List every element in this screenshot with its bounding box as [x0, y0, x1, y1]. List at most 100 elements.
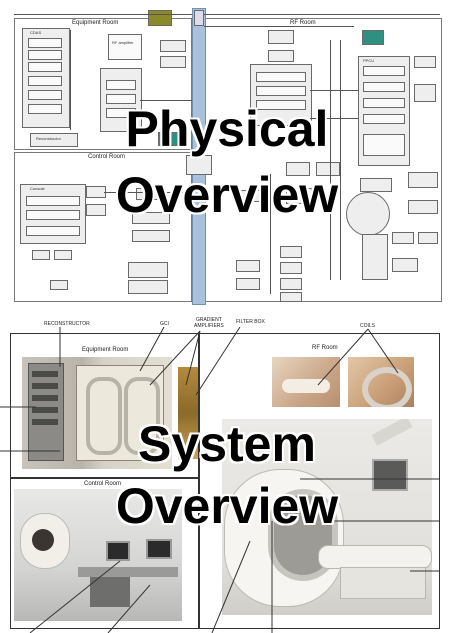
- system-heading-line2: Overview: [115, 478, 339, 534]
- block-text: CDAS: [30, 30, 42, 35]
- equipment-small-1: [160, 40, 186, 52]
- console-sub-1: [26, 196, 80, 206]
- filter-panel-block: [186, 155, 212, 175]
- coil-photo-1: [272, 357, 340, 407]
- equipment-cabinets-photo: [22, 357, 172, 469]
- filter-box-photo: [178, 367, 198, 459]
- gradient-sub-2: [106, 94, 136, 104]
- block-text: PPCU: [363, 58, 375, 63]
- rf-top-block-2: [268, 50, 294, 62]
- reconstructor-callout: RECONSTRUCTOR: [44, 321, 90, 327]
- wire-rf-col-3: [270, 174, 271, 294]
- gradient-amplifiers-callout: GRADIENT AMPLIFIERS: [194, 317, 224, 329]
- system-overview-diagram: RECONSTRUCTOR GCI GRADIENT AMPLIFIERS FI…: [0, 315, 454, 633]
- rf-right-1: [414, 56, 436, 68]
- filter-box-callout: FILTER BOX: [236, 319, 265, 325]
- physical-heading-line2: Overview: [115, 167, 339, 223]
- teal-block-equipment: [158, 132, 178, 146]
- control-mid-5: [128, 280, 168, 294]
- wire-equip-col: [70, 30, 71, 130]
- rf-lower-4: [236, 278, 260, 290]
- physical-heading-line1: Physical: [125, 101, 329, 157]
- cabinet-sub-4: [28, 76, 62, 86]
- coil-photo-2: [348, 357, 414, 407]
- system-heading-line1: System: [138, 416, 316, 472]
- gradient-sub-1: [106, 80, 136, 90]
- rf-right-5: [392, 232, 414, 244]
- console-sub-2: [26, 210, 80, 220]
- block-text: Reconstructor: [36, 136, 61, 141]
- wire-top-2: [204, 26, 354, 27]
- wire-rf-row-1: [310, 90, 358, 91]
- rf-spec-sub-3: [256, 100, 306, 110]
- wire-equip-row: [140, 100, 192, 101]
- block-text: Console: [30, 186, 45, 191]
- gradient-sub-3: [106, 108, 136, 118]
- block-text: RF amplifier: [112, 40, 134, 45]
- rf-column-block: [362, 234, 388, 280]
- penetration-panel-block: [194, 10, 204, 26]
- rf-middle-5: [360, 178, 392, 192]
- mri-scanner-photo: [222, 419, 432, 615]
- cabinet-sub-1: [28, 38, 62, 48]
- control-mid-1: [132, 212, 170, 224]
- rf-middle-3: [240, 190, 264, 202]
- rf-spec-sub-2: [256, 86, 306, 96]
- equipment-room-label: Equipment Room: [72, 20, 119, 26]
- rf-right-2: [414, 84, 436, 102]
- wire-control-row: [104, 192, 192, 193]
- console-sub-3: [26, 226, 80, 236]
- control-mid-4: [128, 262, 168, 278]
- sys-rf-room-label: RF Room: [312, 345, 338, 351]
- sys-equipment-room-label: Equipment Room: [82, 347, 129, 353]
- sys-equipment-room: [10, 333, 200, 479]
- olive-block: [148, 10, 172, 26]
- rf-lower-3: [280, 262, 302, 274]
- control-mid-3: [136, 188, 160, 200]
- control-room-area: [14, 152, 192, 302]
- rf-lower-5: [280, 278, 302, 290]
- rf-middle-1: [286, 162, 310, 176]
- rf-room-label: RF Room: [290, 20, 316, 26]
- reconstructor-block: [30, 133, 78, 147]
- rf-pcb-sub-4: [363, 114, 405, 124]
- sys-control-room-label: Control Room: [84, 481, 122, 487]
- rf-lower-2: [236, 260, 260, 272]
- magnet-circle: [346, 192, 390, 236]
- control-left-1: [32, 250, 50, 260]
- rf-middle-2: [316, 162, 340, 176]
- rf-lower-6: [280, 292, 302, 302]
- control-room-label: Control Room: [88, 154, 126, 160]
- rf-pcb-sub-3: [363, 98, 405, 108]
- cabinet-sub-5: [28, 90, 62, 100]
- rf-right-3: [408, 172, 438, 188]
- rf-pcb-sub-1: [363, 66, 405, 76]
- rf-pcb-sub-5: [363, 134, 405, 156]
- equipment-small-2: [160, 56, 186, 68]
- rf-middle-4: [286, 188, 312, 204]
- wire-rf-col-1: [330, 40, 331, 280]
- control-left-2: [54, 250, 72, 260]
- wire-top-long: [204, 14, 440, 15]
- coils-callout: COILS: [360, 323, 376, 329]
- control-mid-2: [132, 230, 170, 242]
- rf-spec-sub-1: [256, 72, 306, 82]
- wire-rf-row-2: [310, 118, 358, 119]
- physical-overview-diagram: Equipment Room RF Room Control Room: [0, 0, 454, 310]
- rf-right-6: [418, 232, 438, 244]
- gci-callout: GCI: [160, 321, 169, 327]
- rf-lower-1: [280, 246, 302, 258]
- teal-block-rf: [362, 30, 384, 45]
- cabinet-sub-3: [28, 62, 62, 72]
- wire-equipment-top: [14, 14, 192, 15]
- wire-rf-col-2: [340, 40, 341, 280]
- rf-top-block-1: [268, 30, 294, 44]
- rf-right-7: [392, 258, 418, 272]
- control-left-3: [50, 280, 68, 290]
- control-small-2: [86, 204, 106, 216]
- rf-right-4: [408, 200, 438, 214]
- equipment-room-area: [14, 18, 192, 150]
- cabinet-sub-2: [28, 50, 62, 60]
- rf-pcb-sub-2: [363, 82, 405, 92]
- amplifier-triangle-box: [108, 34, 142, 60]
